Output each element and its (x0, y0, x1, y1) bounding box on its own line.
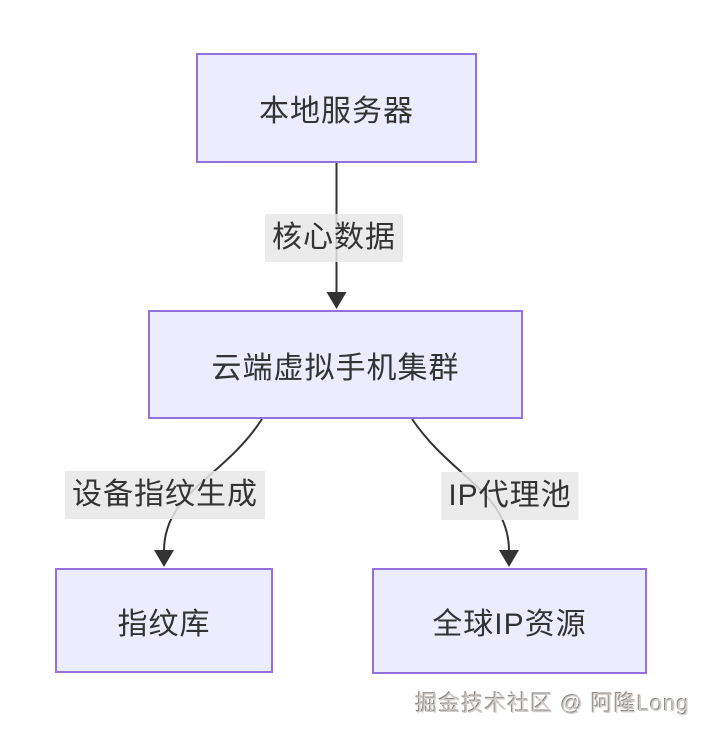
node-cloud-cluster: 云端虚拟手机集群 (148, 310, 523, 419)
edge-label-core-data: 核心数据 (265, 214, 403, 262)
edge-label-ip-proxy: IP代理池 (441, 472, 579, 520)
node-local-server-label: 本地服务器 (259, 95, 414, 128)
edge-label-fingerprint-gen: 设备指纹生成 (65, 471, 265, 519)
node-global-ip: 全球IP资源 (372, 568, 647, 674)
node-fingerprint-db-label: 指纹库 (117, 607, 211, 641)
node-fingerprint-db: 指纹库 (55, 568, 273, 673)
node-local-server: 本地服务器 (196, 53, 477, 163)
node-cloud-cluster-label: 云端虚拟手机集群 (211, 351, 460, 385)
watermark: 掘金技术社区 @ 阿隆Long (415, 691, 690, 716)
node-global-ip-label: 全球IP资源 (432, 608, 587, 641)
arrow-down-icon (154, 550, 174, 567)
arrow-down-icon (499, 550, 519, 567)
arrow-down-icon (326, 292, 347, 309)
